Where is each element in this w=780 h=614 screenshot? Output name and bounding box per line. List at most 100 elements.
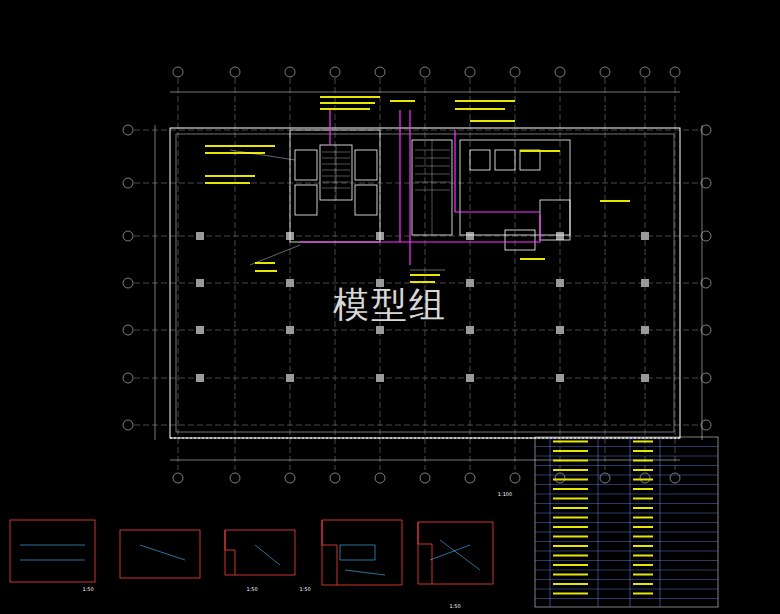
callout-text-bar <box>390 100 415 102</box>
grid-bubble <box>701 231 711 241</box>
table-row-line <box>535 541 718 542</box>
scale-label: 1:100 <box>498 492 512 498</box>
table-cell-bar <box>553 507 588 509</box>
table-cell-bar <box>553 517 588 519</box>
scale-label: 1:50 <box>449 604 460 610</box>
grid-line <box>235 78 236 470</box>
table-row-line <box>535 579 718 580</box>
table-cell-bar <box>633 574 653 576</box>
callout-text-bar <box>470 120 515 122</box>
grid-bubble <box>375 67 385 77</box>
callout-text-bar <box>205 152 265 154</box>
table-row-line <box>535 503 718 504</box>
grid-bubble <box>375 473 385 483</box>
column <box>556 279 564 287</box>
callout-text-bar <box>255 270 277 272</box>
table-cell-bar <box>633 536 653 538</box>
grid-bubble <box>173 67 183 77</box>
grid-bubble <box>285 67 295 77</box>
column <box>466 232 474 240</box>
grid-bubble <box>670 473 680 483</box>
column <box>641 374 649 382</box>
grid-bubble <box>123 278 133 288</box>
table-cell-bar <box>553 488 588 490</box>
grid-bubble <box>285 473 295 483</box>
grid-bubble <box>640 67 650 77</box>
callout-text-bar <box>320 102 375 104</box>
table-cell-bar <box>633 517 653 519</box>
table-cell-bar <box>553 593 588 595</box>
grid-line <box>134 236 700 237</box>
table-cell-bar <box>553 460 588 462</box>
grid-bubble <box>420 67 430 77</box>
dimension-lines <box>155 92 702 460</box>
table-cell-bar <box>553 536 588 538</box>
grid-bubble <box>123 231 133 241</box>
column <box>196 326 204 334</box>
column <box>556 374 564 382</box>
table-cell-bar <box>553 498 588 500</box>
column <box>376 374 384 382</box>
column <box>466 326 474 334</box>
grid-bubble <box>123 420 133 430</box>
table-row-line <box>535 551 718 552</box>
grid-line <box>134 183 700 184</box>
table-cell-bar <box>633 498 653 500</box>
table-cell-bar <box>553 469 588 471</box>
grid-bubble <box>173 473 183 483</box>
callout-text-bar <box>410 281 435 283</box>
column <box>556 232 564 240</box>
table-cell-bar <box>553 545 588 547</box>
column <box>641 326 649 334</box>
table-rows <box>535 441 718 599</box>
table-row-line <box>535 532 718 533</box>
table-cell-bar <box>633 564 653 566</box>
table-cell-bar <box>633 507 653 509</box>
grid-bubble <box>230 67 240 77</box>
column <box>641 279 649 287</box>
scale-label: 1:50 <box>299 587 310 593</box>
building-outline <box>170 128 680 438</box>
grid-bubble <box>510 67 520 77</box>
table-row-line <box>535 475 718 476</box>
table-cell-bar <box>633 593 653 595</box>
callout-text-bar <box>205 182 250 184</box>
table-cell-bar <box>553 479 588 481</box>
grid-line <box>134 330 700 331</box>
grid-bubble <box>465 473 475 483</box>
grid-bubble <box>230 473 240 483</box>
column <box>286 279 294 287</box>
column <box>196 374 204 382</box>
grid-line <box>470 78 471 470</box>
watermark: 模型组 <box>333 285 447 325</box>
table-cell-bar <box>633 545 653 547</box>
grid-line <box>134 378 700 379</box>
table-row-line <box>535 560 718 561</box>
table-row-line <box>535 484 718 485</box>
grid-bubble <box>123 125 133 135</box>
table-cell-bar <box>553 526 588 528</box>
table-row-line <box>535 494 718 495</box>
detail-equipment <box>20 540 480 575</box>
grid-bubble <box>701 373 711 383</box>
grid-lines <box>123 67 711 483</box>
table-row-line <box>535 513 718 514</box>
table-cell-bar <box>633 583 653 585</box>
grid-bubble <box>701 325 711 335</box>
grid-bubble <box>701 178 711 188</box>
column <box>466 279 474 287</box>
callout-text-bar <box>600 200 630 202</box>
table-row-line <box>535 570 718 571</box>
grid-bubble <box>420 473 430 483</box>
column <box>556 326 564 334</box>
column <box>466 374 474 382</box>
table-cell-bar <box>633 526 653 528</box>
grid-line <box>134 425 700 426</box>
grid-bubble <box>600 473 610 483</box>
grid-bubble <box>701 278 711 288</box>
table-cell-bar <box>633 441 653 443</box>
grid-line <box>560 78 561 470</box>
table-cell-bar <box>553 441 588 443</box>
column <box>286 374 294 382</box>
